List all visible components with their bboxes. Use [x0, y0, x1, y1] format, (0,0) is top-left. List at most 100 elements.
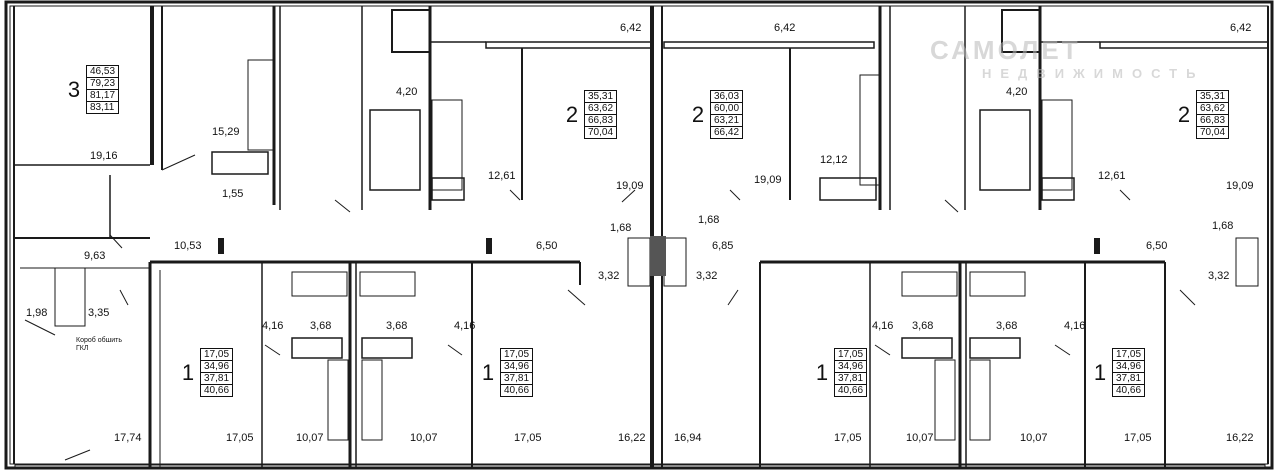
area-value: 60,00: [709, 102, 744, 115]
room-area: 17,05: [226, 432, 254, 444]
room-area: 4,16: [872, 320, 894, 332]
room-area: 3,68: [996, 320, 1018, 332]
room-area: 19,09: [754, 174, 782, 186]
area-value: 46,53: [85, 65, 120, 78]
area-value: 35,31: [1195, 90, 1230, 103]
area-value: 83,11: [85, 101, 120, 114]
room-area: 4,16: [454, 320, 476, 332]
room-area: 9,63: [84, 250, 106, 262]
area-value: 70,04: [583, 126, 618, 139]
room-area: 1,98: [26, 307, 48, 319]
duct-note: Короб обшить ГКЛ: [76, 337, 122, 352]
room-area: 17,74: [114, 432, 142, 444]
room-area: 10,07: [410, 432, 438, 444]
area-value: 40,66: [1111, 384, 1146, 397]
area-value: 63,62: [1195, 102, 1230, 115]
room-area: 10,07: [296, 432, 324, 444]
room-area: 3,68: [912, 320, 934, 332]
area-value: 17,05: [199, 348, 234, 361]
area-value: 34,96: [499, 360, 534, 373]
room-area: 16,22: [618, 432, 646, 444]
room-area: 1,55: [222, 188, 244, 200]
apartment-label: 2 35,31 63,62 66,83 70,04: [1172, 90, 1230, 139]
apartment-label: 2 36,03 60,00 63,21 66,42: [686, 90, 744, 139]
apartment-label: 1 17,05 34,96 37,81 40,66: [476, 348, 534, 397]
apartment-label: 1 17,05 34,96 37,81 40,66: [1088, 348, 1146, 397]
area-value: 40,66: [199, 384, 234, 397]
area-value: 63,21: [709, 114, 744, 127]
room-count: 2: [1177, 101, 1191, 127]
room-area: 12,61: [1098, 170, 1126, 182]
room-area: 3,32: [696, 270, 718, 282]
room-area: 10,53: [174, 240, 202, 252]
room-area: 3,32: [598, 270, 620, 282]
area-value: 66,83: [1195, 114, 1230, 127]
area-value: 66,83: [583, 114, 618, 127]
apartment-label: 1 17,05 34,96 37,81 40,66: [176, 348, 234, 397]
room-area: 19,16: [90, 150, 118, 162]
room-area: 17,05: [514, 432, 542, 444]
room-area: 19,09: [616, 180, 644, 192]
room-area: 3,32: [1208, 270, 1230, 282]
room-area: 1,68: [610, 222, 632, 234]
area-value: 17,05: [499, 348, 534, 361]
apartment-label: 3 46,53 79,23 81,17 83,11: [62, 65, 120, 114]
room-area: 6,42: [774, 22, 796, 34]
area-value: 70,04: [1195, 126, 1230, 139]
apartment-label: 1 17,05 34,96 37,81 40,66: [810, 348, 868, 397]
room-area: 6,50: [536, 240, 558, 252]
room-area: 6,42: [620, 22, 642, 34]
room-area: 4,20: [396, 86, 418, 98]
room-area: 6,42: [1230, 22, 1252, 34]
area-value: 34,96: [1111, 360, 1146, 373]
room-area: 16,94: [674, 432, 702, 444]
area-value: 40,66: [499, 384, 534, 397]
room-area: 4,16: [262, 320, 284, 332]
room-area: 1,68: [698, 214, 720, 226]
room-area: 3,35: [88, 307, 110, 319]
area-value: 35,31: [583, 90, 618, 103]
room-area: 12,12: [820, 154, 848, 166]
room-area: 17,05: [1124, 432, 1152, 444]
area-value: 40,66: [833, 384, 868, 397]
room-area: 19,09: [1226, 180, 1254, 192]
area-value: 63,62: [583, 102, 618, 115]
room-area: 16,22: [1226, 432, 1254, 444]
area-value: 37,81: [199, 372, 234, 385]
apartment-label: 2 35,31 63,62 66,83 70,04: [560, 90, 618, 139]
room-area: 10,07: [906, 432, 934, 444]
room-area: 10,07: [1020, 432, 1048, 444]
area-value: 66,42: [709, 126, 744, 139]
room-area: 4,16: [1064, 320, 1086, 332]
room-area: 3,68: [310, 320, 332, 332]
room-count: 2: [565, 101, 579, 127]
room-area: 15,29: [212, 126, 240, 138]
room-area: 4,20: [1006, 86, 1028, 98]
area-value: 34,96: [199, 360, 234, 373]
area-value: 34,96: [833, 360, 868, 373]
balcony-mid: [663, 41, 875, 49]
balcony-right: [1099, 41, 1269, 49]
room-count: 1: [815, 359, 829, 385]
room-area: 17,05: [834, 432, 862, 444]
room-area: 6,85: [712, 240, 734, 252]
area-value: 81,17: [85, 89, 120, 102]
room-area: 3,68: [386, 320, 408, 332]
watermark-line1: САМОЛЕТ: [930, 35, 1081, 65]
room-area: 12,61: [488, 170, 516, 182]
room-count: 1: [181, 359, 195, 385]
room-count: 3: [67, 76, 81, 102]
area-value: 37,81: [833, 372, 868, 385]
area-value: 17,05: [1111, 348, 1146, 361]
area-value: 37,81: [499, 372, 534, 385]
room-area: 1,68: [1212, 220, 1234, 232]
watermark-line2: НЕДВИЖИМОСТЬ: [982, 66, 1205, 81]
watermark: САМОЛЕТ НЕДВИЖИМОСТЬ: [930, 35, 1204, 81]
room-count: 1: [1093, 359, 1107, 385]
room-count: 1: [481, 359, 495, 385]
area-value: 79,23: [85, 77, 120, 90]
area-value: 17,05: [833, 348, 868, 361]
area-value: 37,81: [1111, 372, 1146, 385]
